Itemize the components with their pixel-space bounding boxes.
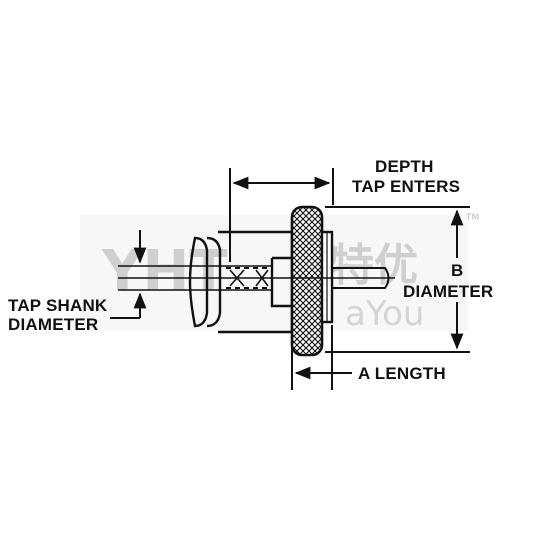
b-diameter-label-line1: B bbox=[451, 261, 464, 280]
tap-shank-label-line2: DIAMETER bbox=[8, 315, 99, 334]
tap-shank-dimension bbox=[110, 230, 147, 319]
tap-shank bbox=[118, 265, 395, 291]
knurled-knob bbox=[290, 205, 324, 357]
tap-shank-label-line1: TAP SHANK bbox=[8, 296, 108, 315]
b-diameter-dimension bbox=[325, 206, 470, 353]
watermark-latin: aYou bbox=[345, 294, 424, 334]
depth-label-line1: DEPTH bbox=[375, 157, 434, 176]
a-length-dimension bbox=[291, 325, 352, 390]
watermark-logo: YHT bbox=[101, 239, 228, 304]
watermark-tm: TM bbox=[465, 213, 479, 223]
flange bbox=[320, 230, 334, 324]
watermark-cn: 特优 bbox=[330, 240, 418, 291]
depth-label-line2: TAP ENTERS bbox=[352, 177, 461, 196]
b-diameter-label-line2: DIAMETER bbox=[403, 282, 494, 301]
depth-dimension bbox=[229, 168, 334, 262]
a-length-label: A LENGTH bbox=[358, 364, 446, 383]
